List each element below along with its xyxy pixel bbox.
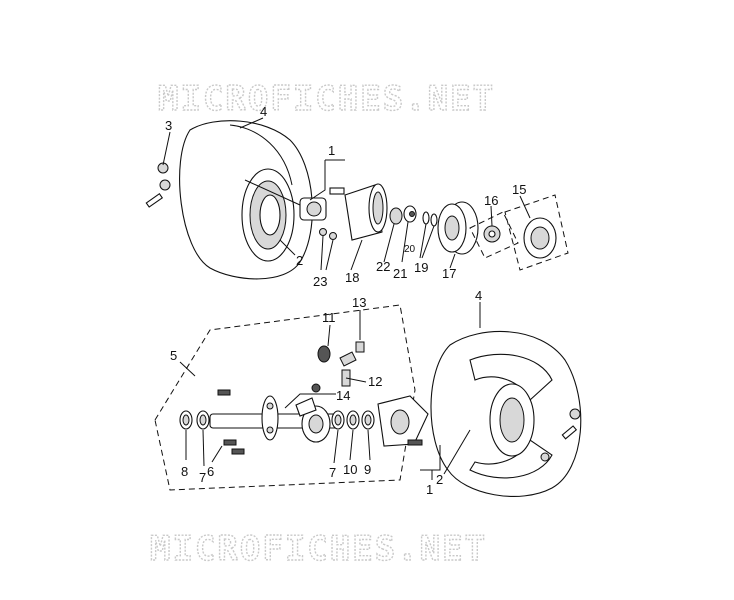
brake-drum-18 bbox=[344, 183, 388, 241]
callout-2-bottom: 2 bbox=[436, 472, 443, 487]
callout-12: 12 bbox=[368, 374, 382, 389]
bolts-23 bbox=[319, 228, 337, 240]
top-assembly bbox=[145, 120, 569, 280]
callout-9: 9 bbox=[364, 462, 371, 477]
callout-8: 8 bbox=[181, 464, 188, 479]
tire-top bbox=[179, 120, 313, 280]
axle-shaft bbox=[209, 395, 341, 443]
tire-bottom bbox=[430, 330, 582, 497]
brake-cover-17 bbox=[437, 201, 479, 255]
callout-4-top: 4 bbox=[260, 104, 267, 119]
callout-23: 23 bbox=[313, 274, 327, 289]
callouts-bottom: 5 11 13 12 14 8 7 6 7 10 9 4 2 1 bbox=[170, 288, 482, 497]
callout-2-top: 2 bbox=[296, 253, 303, 268]
valve-nuts-right bbox=[561, 408, 581, 440]
watermark-bottom: MICROFICHES.NET bbox=[150, 529, 487, 569]
assembly-5-outline bbox=[154, 304, 416, 491]
leader-lines bbox=[162, 117, 531, 480]
valve-nuts bbox=[145, 162, 171, 208]
callout-11: 11 bbox=[322, 310, 336, 325]
callout-19: 19 bbox=[414, 260, 428, 275]
callout-1-bottom: 1 bbox=[426, 482, 433, 497]
bearings-left bbox=[179, 410, 210, 430]
parts-11-14 bbox=[295, 341, 365, 417]
callout-7-right: 7 bbox=[329, 465, 336, 480]
callout-14: 14 bbox=[336, 388, 350, 403]
callout-7-left: 7 bbox=[199, 470, 206, 485]
washers-top bbox=[389, 205, 438, 227]
brake-shoe-15 bbox=[504, 194, 569, 271]
bottom-assembly bbox=[154, 304, 582, 497]
callouts-top: 3 4 1 2 23 18 22 21 20 19 17 16 15 bbox=[165, 104, 526, 289]
callout-17: 17 bbox=[442, 266, 456, 281]
callout-1-top: 1 bbox=[328, 143, 335, 158]
callout-15: 15 bbox=[512, 182, 526, 197]
callout-21: 21 bbox=[393, 266, 407, 281]
callout-4-bottom: 4 bbox=[475, 288, 482, 303]
callout-20: 20 bbox=[404, 244, 416, 255]
callout-13: 13 bbox=[352, 295, 366, 310]
callout-6: 6 bbox=[207, 464, 214, 479]
bolts-6 bbox=[217, 389, 245, 455]
bearing-housing bbox=[377, 395, 429, 447]
callout-10: 10 bbox=[343, 462, 357, 477]
watermark-top: MICROFICHES.NET bbox=[158, 79, 495, 119]
hub-top bbox=[299, 187, 345, 221]
callout-5: 5 bbox=[170, 348, 177, 363]
bearings-right bbox=[331, 410, 375, 430]
callout-16: 16 bbox=[484, 193, 498, 208]
callout-22: 22 bbox=[376, 259, 390, 274]
callout-3: 3 bbox=[165, 118, 172, 133]
callout-18: 18 bbox=[345, 270, 359, 285]
